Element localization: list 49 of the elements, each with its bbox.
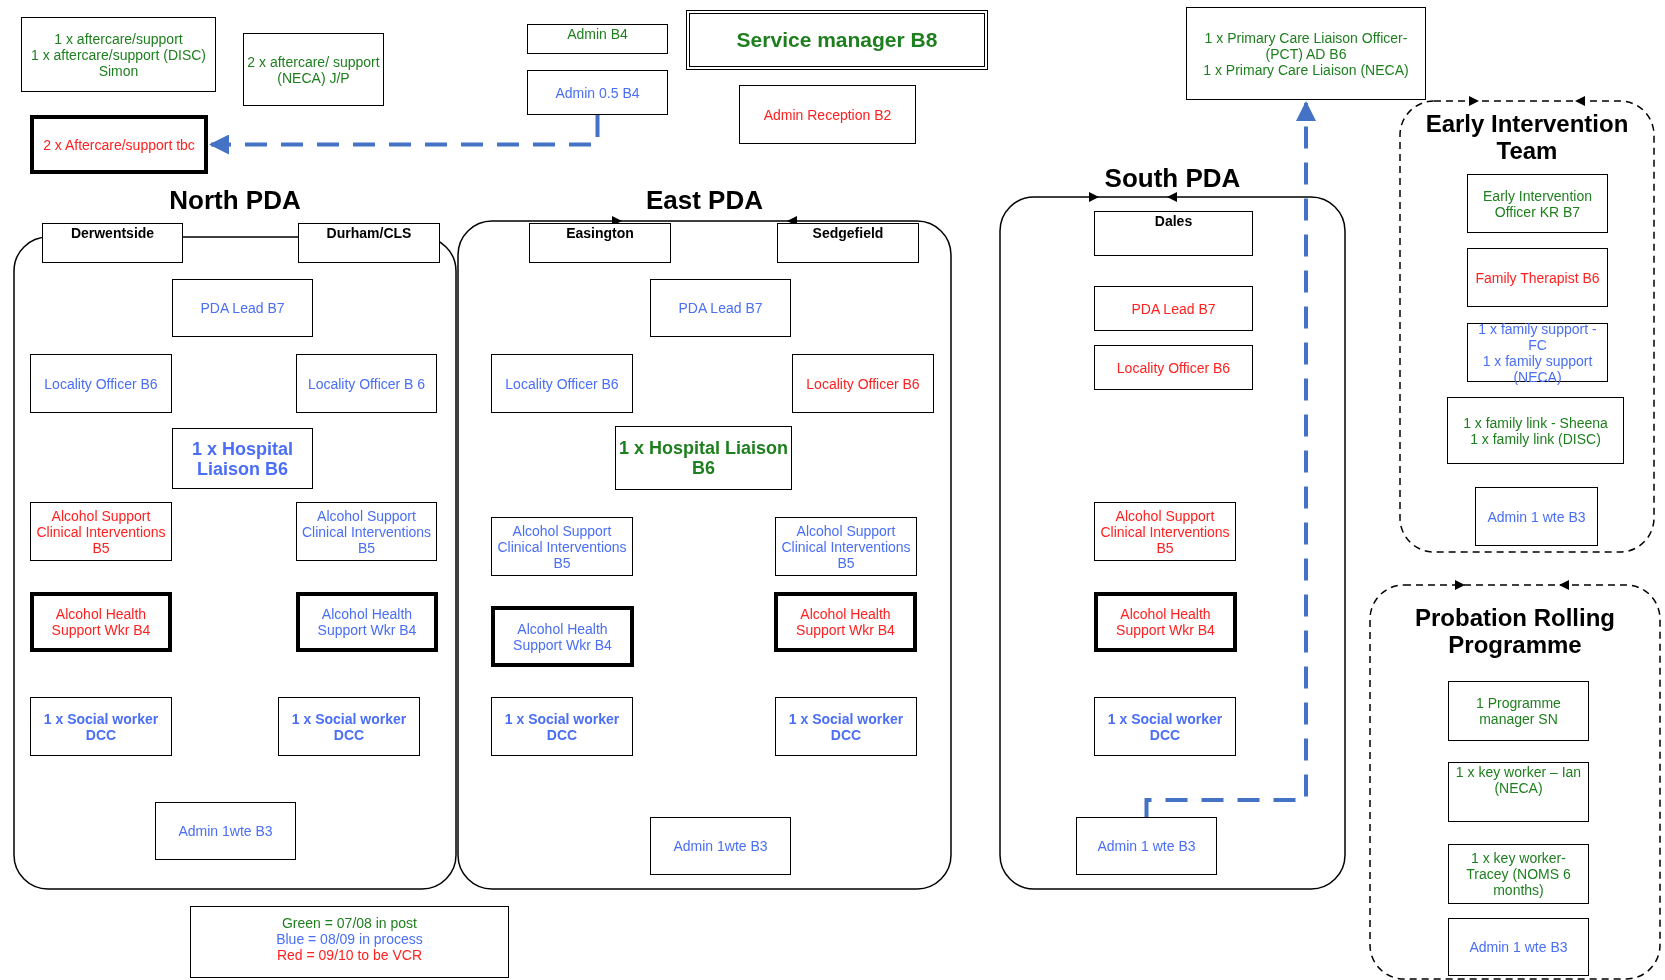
role-text: Service manager B8: [736, 28, 938, 52]
role-text: 1 x Hospital Liaison B6: [191, 438, 294, 479]
role-box: [686, 10, 988, 70]
role-text: 1 x aftercare/support (DISC) Simon: [29, 46, 208, 79]
role-box: [172, 279, 313, 337]
role-text: Admin 1wte B3: [178, 823, 273, 839]
role-box: [739, 85, 916, 144]
role-text: 1 x aftercare/support: [54, 30, 183, 47]
role-box: [21, 17, 216, 92]
role-text: 1 x Primary Care Liaison Officer-(PCT) AD B6: [1203, 29, 1409, 62]
role-box: [30, 592, 172, 652]
role-box: [527, 70, 668, 115]
role-text: PDA Lead B7: [200, 300, 285, 316]
role-box: [30, 354, 172, 413]
role-box: [527, 24, 668, 54]
panel-title: South PDA: [1103, 164, 1242, 193]
panel-title: North PDA: [168, 186, 302, 215]
role-text: 1 x Social worker DCC: [290, 710, 408, 743]
role-text: Alcohol Health Support Wkr B4: [316, 606, 418, 638]
role-box: [155, 802, 296, 860]
role-text: 1 x Primary Care Liaison (NECA): [1203, 61, 1409, 78]
role-box: [243, 33, 384, 106]
role-box: [296, 354, 437, 413]
legend-text: Red = 09/10 to be VCR: [276, 947, 423, 963]
role-box: [172, 428, 313, 489]
role-text: Admin B4: [567, 26, 628, 42]
role-text: Alcohol Support Clinical Interventions B5: [300, 507, 433, 556]
header-text: Durham/CLS: [326, 225, 412, 241]
dashed-arrow: [209, 115, 600, 155]
role-text: Admin Reception B2: [763, 106, 892, 123]
header-text: Derwentside: [70, 225, 155, 241]
role-text: Alcohol Health Support Wkr B4: [50, 606, 152, 638]
role-text: 2 x aftercare/ support (NECA) J/P: [246, 53, 381, 86]
role-text: Alcohol Support Clinical Interventions B5: [35, 507, 167, 556]
legend-text: Blue = 08/09 in process: [276, 931, 423, 947]
panel-title: East PDA: [644, 186, 764, 215]
role-box: [1186, 7, 1426, 100]
role-text: Admin 0.5 B4: [555, 84, 640, 101]
role-text: Locality Officer B 6: [307, 375, 426, 392]
role-text: Locality Officer B6: [44, 375, 158, 392]
role-text: 1 x Social worker DCC: [42, 710, 160, 743]
role-box: [278, 697, 420, 756]
header-box: [298, 223, 440, 263]
role-box: [30, 697, 172, 756]
header-box: [42, 223, 183, 263]
role-text: 2 x Aftercare/support tbc: [43, 136, 195, 153]
legend-text: Green = 07/08 in post: [281, 915, 417, 931]
role-box: [30, 115, 208, 174]
role-box: [296, 592, 438, 652]
